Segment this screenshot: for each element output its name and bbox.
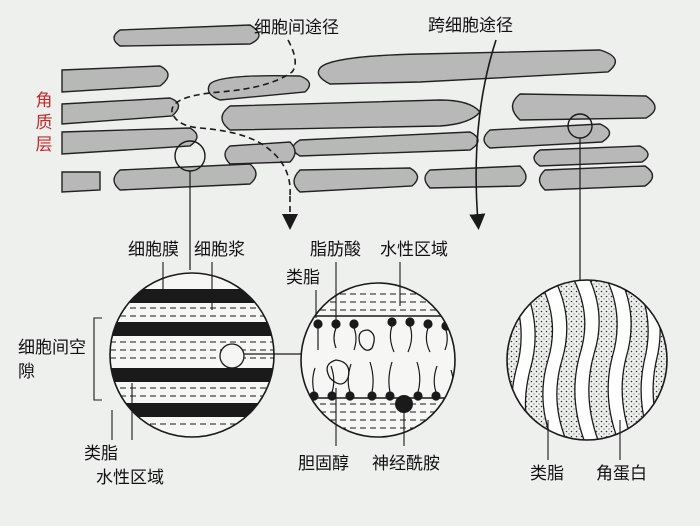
corneocyte — [538, 165, 654, 191]
corneocyte — [293, 167, 419, 193]
right-magnified-circle — [506, 279, 668, 441]
corneocyte — [61, 97, 180, 125]
right-pointers — [547, 420, 621, 460]
corneocyte — [224, 141, 296, 165]
transcellular-route-path — [469, 39, 497, 230]
label-middle-aqueous: 水性区域 — [380, 240, 448, 260]
corneocyte — [533, 145, 649, 167]
corneocyte — [221, 99, 481, 131]
label-stratum-corneum: 角质层 — [35, 91, 53, 155]
label-right-lipid: 类脂 — [530, 464, 564, 484]
label-left-aqueous: 水性区域 — [96, 468, 164, 488]
corneocyte — [292, 131, 479, 157]
corneocyte — [113, 163, 257, 191]
middle-pointers — [315, 262, 405, 446]
corneocyte — [61, 127, 198, 155]
intercellular-route-path — [171, 39, 296, 197]
cholesterol-shape — [326, 359, 350, 385]
left-pointers — [93, 262, 213, 440]
label-intercellular-route: 细胞间途径 — [254, 18, 339, 38]
ceramide-head — [395, 395, 413, 413]
label-intercellular-space: 细胞间空隙 — [18, 338, 86, 382]
left-magnified-circle — [109, 272, 275, 438]
corneocyte — [61, 65, 169, 93]
label-transcellular-route: 跨细胞途径 — [428, 16, 513, 36]
fatty-acid-shape — [358, 329, 375, 351]
corneocyte — [113, 24, 260, 47]
corneocyte — [483, 123, 611, 149]
corneocyte — [61, 171, 101, 193]
corneocyte — [511, 93, 656, 121]
label-middle-lipid: 类脂 — [286, 268, 320, 288]
corneocyte — [317, 49, 617, 85]
label-keratin: 角蛋白 — [596, 464, 647, 484]
label-ceramide: 神经酰胺 — [372, 454, 440, 474]
label-fatty-acid: 脂肪酸 — [310, 240, 361, 260]
label-cytoplasm: 细胞浆 — [194, 240, 245, 260]
label-cell-membrane: 细胞膜 — [128, 240, 179, 260]
middle-magnified-circle — [300, 282, 456, 438]
left-inner-spot — [219, 343, 245, 369]
corneocyte — [207, 74, 311, 101]
corneocyte-layer — [61, 24, 656, 193]
label-cholesterol: 胆固醇 — [298, 454, 349, 474]
label-left-lipid: 类脂 — [84, 444, 118, 464]
